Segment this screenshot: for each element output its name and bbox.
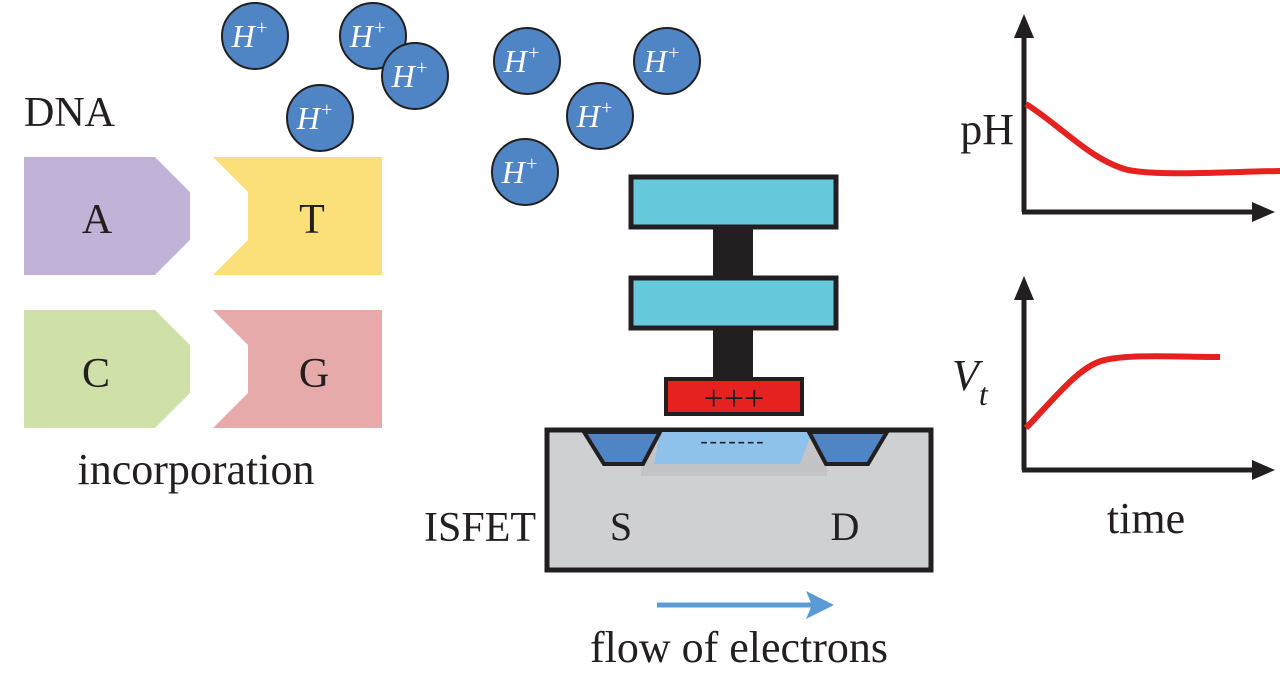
ion-label: H+ — [643, 42, 681, 79]
ion-label: H+ — [296, 99, 334, 136]
arrow-head — [806, 591, 834, 619]
hydrogen-ion: H+ — [286, 84, 354, 152]
base-g-block: G — [213, 310, 382, 428]
hydrogen-ion: H+ — [339, 2, 407, 70]
channel-layer — [654, 432, 812, 464]
ph-axis-label: pH — [960, 105, 1014, 154]
drain-region — [805, 430, 891, 466]
incorporation-label: incorporation — [77, 445, 314, 494]
base-t-block: T — [213, 157, 382, 275]
vt-chart: Vt time — [952, 276, 1275, 543]
ph-curve — [1024, 101, 1280, 177]
base-c-letter: C — [82, 351, 110, 397]
isfet-gate-stack: +++ — [628, 174, 839, 418]
hydrogen-ion: H+ — [633, 27, 701, 95]
ion-label: H+ — [501, 153, 539, 190]
hydrogen-ion: H+ — [221, 2, 289, 70]
ion-label: H+ — [576, 97, 614, 134]
ion-label: H+ — [231, 17, 269, 54]
source-region — [580, 430, 664, 466]
base-t-letter: T — [299, 197, 325, 243]
base-a-block: A — [24, 157, 190, 275]
sensing-layer-bottom — [628, 275, 839, 331]
ph-x-arrowhead — [1252, 202, 1275, 222]
gate-charge-layer — [664, 377, 804, 416]
isfet-substrate: ------- S D — [544, 427, 934, 573]
isfet-label: ISFET — [424, 505, 536, 551]
base-a-letter: A — [82, 197, 113, 243]
ion-label: H+ — [503, 42, 541, 79]
hydrogen-ions: H+ H+ H+ H+ H+ H+ H+ H+ — [221, 2, 701, 206]
vt-axis-label: Vt — [952, 351, 989, 412]
hydrogen-ion: H+ — [491, 138, 559, 206]
hydrogen-ion: H+ — [566, 82, 634, 150]
base-a-shape — [24, 157, 190, 275]
ion-label: H+ — [349, 17, 387, 54]
sensing-layer-top — [628, 174, 839, 230]
ph-chart: pH — [960, 14, 1280, 222]
ph-y-arrowhead — [1014, 14, 1034, 38]
time-axis-label: time — [1107, 494, 1185, 543]
drain-label: D — [831, 504, 860, 549]
base-t-shape — [213, 157, 382, 275]
ion-label: H+ — [391, 57, 429, 94]
vt-curve — [1023, 353, 1221, 431]
electron-flow-arrow — [657, 591, 834, 619]
source-label: S — [610, 504, 632, 549]
vt-x-arrowhead — [1252, 460, 1275, 480]
channel-charge-label: ------- — [700, 428, 765, 453]
base-g-letter: G — [299, 351, 329, 397]
hydrogen-ion: H+ — [493, 27, 561, 95]
gate-charge-label: +++ — [704, 378, 765, 418]
vt-y-arrowhead — [1014, 276, 1034, 300]
base-c-shape — [24, 310, 190, 428]
base-g-shape — [213, 310, 382, 428]
hydrogen-ion: H+ — [381, 42, 449, 110]
dna-label: DNA — [24, 90, 116, 136]
base-c-block: C — [24, 310, 190, 428]
flow-label: flow of electrons — [590, 623, 888, 672]
